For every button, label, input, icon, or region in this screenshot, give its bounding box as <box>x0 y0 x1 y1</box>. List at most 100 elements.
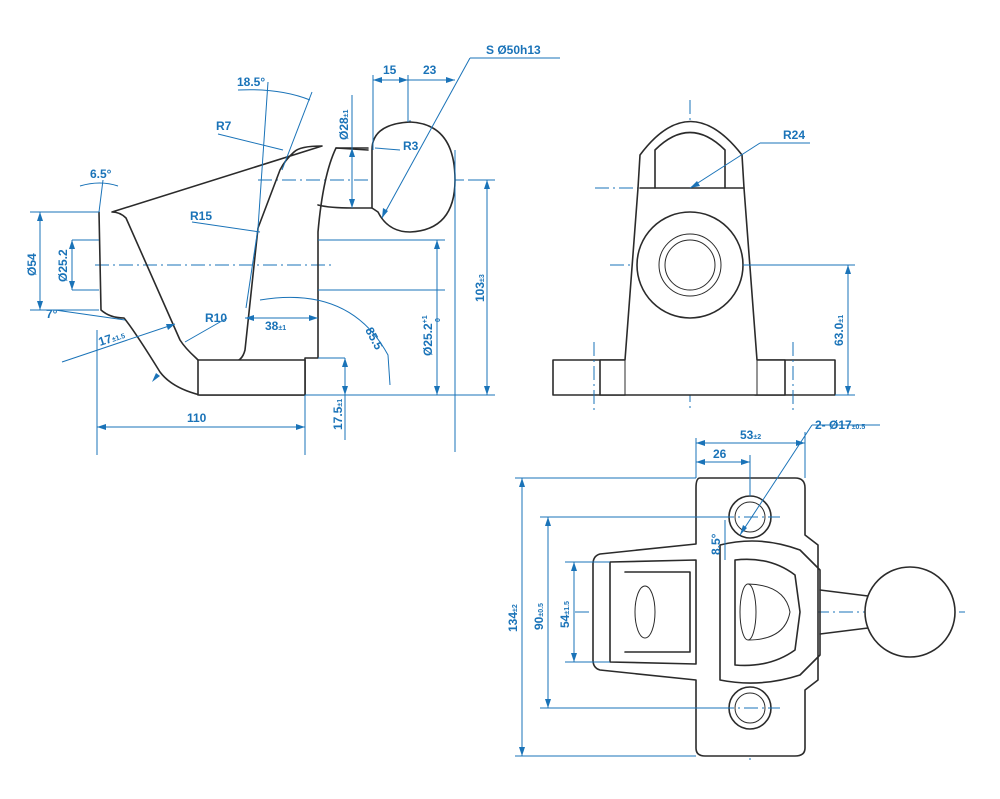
ext-18-5deg <box>257 81 269 229</box>
leader-r24 <box>689 142 761 189</box>
leader-7deg <box>54 309 126 321</box>
leader-sphere <box>381 57 471 219</box>
leader-r10 <box>184 317 228 343</box>
label-7deg: 7° <box>46 307 58 321</box>
arrowhead <box>796 440 805 446</box>
arrowhead <box>69 281 75 290</box>
label-d17-5: 17.5±1 <box>331 399 345 430</box>
arrowhead <box>69 240 75 249</box>
top-base-plate <box>592 477 819 757</box>
ext-85-5 <box>245 227 259 309</box>
arrowhead <box>434 240 440 249</box>
top-yoke <box>609 559 697 665</box>
leader-6-5deg <box>98 179 104 213</box>
label-sphere: S Ø50h13 <box>486 43 541 57</box>
label-r7: R7 <box>216 119 232 133</box>
top-yoke-hole <box>634 585 656 639</box>
arrowhead <box>166 324 175 330</box>
arrowhead <box>309 315 318 321</box>
side-view: 6.5° 18.5° R7 R15 R3 R10 15 23 S Ø50h13 … <box>25 43 560 455</box>
front-view: R24 63.0±1 <box>552 100 855 410</box>
arrowhead <box>152 373 160 382</box>
arrowhead <box>571 653 577 662</box>
arrowhead <box>545 699 551 708</box>
label-d134: 134±2 <box>506 604 520 632</box>
arrowhead <box>382 208 388 218</box>
arrowhead <box>245 315 254 321</box>
arrowhead <box>696 440 705 446</box>
label-8-5deg: 8.5° <box>709 533 723 555</box>
arrowhead <box>296 424 305 430</box>
label-d28: Ø28±1 <box>337 109 351 140</box>
label-r10: R10 <box>205 311 227 325</box>
label-d26: 26 <box>713 447 727 461</box>
arrowhead <box>349 199 355 208</box>
label-d103: 103±3 <box>473 274 487 302</box>
top-ball-neck <box>819 589 869 635</box>
arrowhead <box>484 386 490 395</box>
leader-r15 <box>191 221 261 233</box>
label-d85-5: 85.5 <box>362 325 385 352</box>
arrowhead <box>519 747 525 756</box>
top-mount-hole-lower-inner <box>734 692 766 724</box>
leader-r7 <box>217 133 284 151</box>
top-ball <box>864 566 956 658</box>
arrowhead <box>342 358 348 367</box>
top-view: 53±2 26 2- Ø17±0.5 8.5° 134±2 90±0.5 54±… <box>506 418 965 760</box>
ext-18-5deg-b <box>281 91 313 171</box>
label-6-5deg: 6.5° <box>90 167 112 181</box>
arrowhead <box>740 525 747 535</box>
side-base-plate <box>197 359 306 396</box>
arrowhead <box>484 180 490 189</box>
label-d25-2-vertical: Ø25.2+1 <box>421 315 435 356</box>
arrowhead <box>519 478 525 487</box>
arrowhead <box>434 386 440 395</box>
arrowhead <box>845 265 851 274</box>
arrowhead <box>37 301 43 310</box>
arrowhead <box>97 424 106 430</box>
label-holes: 2- Ø17±0.5 <box>815 418 865 432</box>
label-d110: 110 <box>187 411 207 425</box>
label-d25-2-tol-lower: 0 <box>435 318 442 322</box>
arrowhead <box>373 77 382 83</box>
label-d63: 63.0±1 <box>832 315 846 346</box>
arrowhead <box>342 386 348 395</box>
arrowhead <box>845 386 851 395</box>
label-r3: R3 <box>403 139 419 153</box>
arc-85-5 <box>259 296 391 386</box>
arrowhead <box>399 77 408 83</box>
label-d54: Ø54 <box>25 253 39 276</box>
arrowhead <box>545 517 551 526</box>
arc-18-5deg <box>237 89 311 101</box>
top-mount-hole-upper-inner <box>734 501 766 533</box>
front-hub-inner <box>664 239 716 291</box>
front-hub-outer <box>636 211 744 319</box>
front-upper-arch <box>654 131 726 189</box>
label-18-5deg: 18.5° <box>237 75 265 89</box>
label-d54-top: 54±1.5 <box>558 601 572 628</box>
arrowhead <box>741 459 750 465</box>
label-d23: 23 <box>423 63 437 77</box>
label-r24: R24 <box>783 128 805 142</box>
arrowhead <box>349 148 355 157</box>
top-center-arc <box>747 583 791 641</box>
top-center-inner <box>734 558 801 667</box>
label-d53: 53±2 <box>740 428 761 442</box>
dim-line-17 <box>61 323 176 363</box>
front-hub-bore <box>658 233 722 297</box>
leader-r3 <box>374 147 401 151</box>
top-center-body <box>719 540 821 684</box>
label-d38: 38±1 <box>265 319 286 333</box>
label-d25-2: Ø25.2 <box>56 249 70 282</box>
arrowhead <box>690 181 700 188</box>
arrowhead <box>446 77 455 83</box>
label-d90: 90±0.5 <box>532 603 546 630</box>
label-d15: 15 <box>383 63 397 77</box>
arrowhead <box>696 459 705 465</box>
label-d17: 17±1.5 <box>97 327 127 349</box>
arrowhead <box>37 212 43 221</box>
arrowhead <box>571 562 577 571</box>
arc-6-5deg <box>79 182 119 187</box>
label-r15: R15 <box>190 209 212 223</box>
